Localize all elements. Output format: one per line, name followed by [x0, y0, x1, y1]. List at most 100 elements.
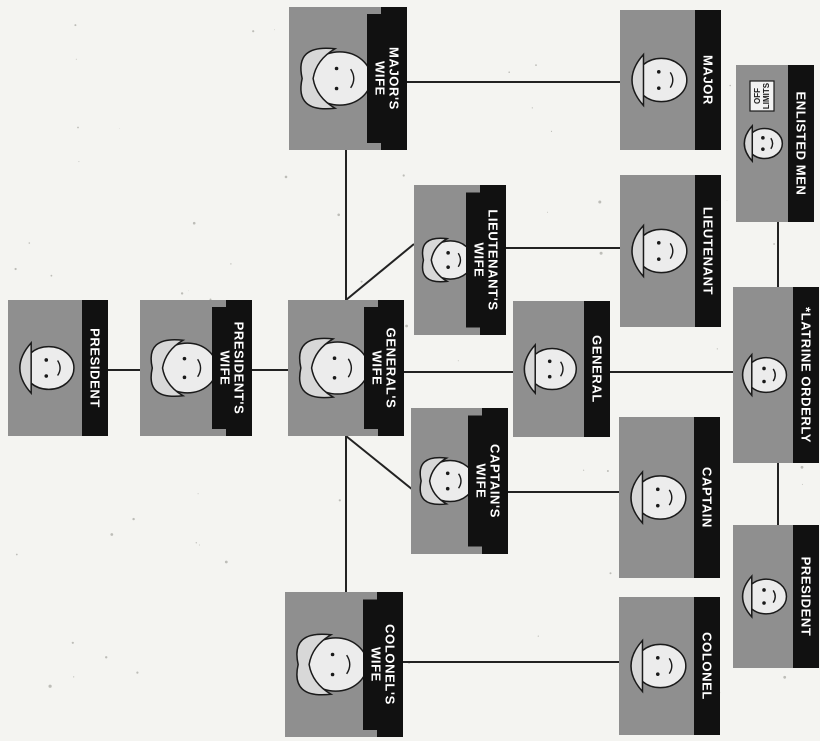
paper-speck [717, 348, 718, 349]
sign-text: LIMITS [762, 82, 771, 109]
eye-icon [331, 673, 335, 677]
box-president-bottom-label: PRESIDENT [799, 557, 814, 637]
paper-speck [607, 470, 609, 472]
box-label-line: *LATRINE ORDERLY [799, 307, 814, 443]
paper-speck [773, 243, 775, 245]
paper-speck [802, 484, 803, 485]
paper-speck [132, 518, 134, 520]
paper-speck [230, 263, 231, 264]
paper-speck [458, 360, 459, 361]
box-label-line: COLONEL [700, 632, 715, 700]
box-label-line: COLONEL'S [383, 624, 398, 705]
eye-icon [761, 147, 765, 151]
paper-speck [405, 325, 408, 328]
paper-speck [274, 29, 275, 30]
eye-icon [762, 380, 766, 384]
box-label-line: PRESIDENT'S [232, 322, 247, 415]
eye-icon [657, 86, 661, 90]
box-label-line: CAPTAIN [700, 467, 715, 528]
box-colonel: COLONEL [619, 597, 720, 735]
paper-speck [105, 656, 107, 658]
paper-speck [610, 572, 612, 574]
paper-speck [181, 292, 183, 294]
paper-speck [72, 642, 74, 644]
paper-speck [110, 533, 113, 536]
eye-icon [548, 375, 552, 379]
eye-icon [656, 656, 660, 660]
eye-icon [656, 672, 660, 676]
eye-icon [331, 653, 335, 657]
box-label-line: PRESIDENT [88, 328, 103, 408]
paper-speck [196, 542, 197, 543]
box-lieutenants-wife-caricature [423, 238, 473, 281]
paper-speck [535, 64, 537, 66]
paper-speck [78, 161, 79, 162]
box-label-line: GENERAL'S [384, 328, 399, 409]
eye-icon [335, 87, 339, 91]
paper-speck [538, 636, 539, 637]
paper-speck [225, 561, 228, 564]
eye-icon [446, 251, 450, 255]
paper-speck [49, 685, 52, 688]
box-label-line: WIFE [370, 351, 385, 386]
paper-speck [199, 545, 200, 546]
box-label-line: MAJOR'S [387, 47, 402, 110]
eye-icon [446, 265, 450, 269]
box-captains-wife: CAPTAIN'SWIFE [411, 408, 508, 554]
paper-speck [339, 499, 341, 501]
eye-icon [657, 241, 661, 245]
eye-icon [446, 487, 450, 491]
box-president-top-label: PRESIDENT [88, 328, 103, 408]
paper-speck [285, 176, 288, 179]
box-lieutenant: LIEUTENANT [620, 175, 721, 327]
box-label-line: WIFE [472, 243, 487, 278]
box-colonel-label: COLONEL [700, 632, 715, 700]
eye-icon [183, 357, 187, 361]
box-label-line: CAPTAIN'S [488, 444, 503, 518]
eye-icon [761, 136, 765, 140]
paper-speck [361, 281, 363, 283]
box-label-line: LIEUTENANT'S [486, 209, 501, 310]
paper-speck [783, 676, 786, 679]
box-label-line: WIFE [369, 647, 384, 682]
box-latrine-orderly-label: *LATRINE ORDERLY [799, 307, 814, 443]
paper-speck [583, 470, 584, 471]
paper-speck [252, 30, 254, 32]
eye-icon [762, 367, 766, 371]
paper-speck [547, 212, 548, 213]
paper-speck [508, 71, 510, 73]
box-label-line: LIEUTENANT [701, 207, 716, 295]
paper-speck [193, 222, 196, 225]
eye-icon [333, 356, 337, 360]
box-captain-label: CAPTAIN [700, 467, 715, 528]
paper-speck [119, 128, 120, 129]
sign-text: OFF [753, 88, 762, 104]
eye-icon [657, 257, 661, 261]
paper-speck [729, 85, 731, 87]
eye-icon [446, 471, 450, 475]
paper-speck [16, 554, 18, 556]
eye-icon [656, 504, 660, 508]
eye-icon [762, 601, 766, 605]
eye-icon [548, 359, 552, 363]
connector-generals-wife-to-lieutenants-wife [346, 244, 414, 300]
box-general-label: GENERAL [590, 335, 605, 403]
eye-icon [183, 376, 187, 380]
paper-speck [801, 466, 804, 469]
paper-speck [727, 200, 728, 201]
paper-speck [551, 131, 552, 132]
paper-speck [76, 59, 77, 60]
box-label-line: ENLISTED MEN [794, 92, 809, 196]
paper-speck [136, 672, 138, 674]
eye-icon [335, 67, 339, 71]
paper-speck [532, 107, 533, 108]
eye-icon [656, 488, 660, 492]
box-label-line: WIFE [218, 351, 233, 386]
box-captain: CAPTAIN [619, 417, 720, 578]
box-enlisted-men: OFFLIMITS ENLISTED MEN [736, 65, 814, 222]
box-lieutenant-label: LIEUTENANT [701, 207, 716, 295]
paper-speck [77, 127, 79, 129]
